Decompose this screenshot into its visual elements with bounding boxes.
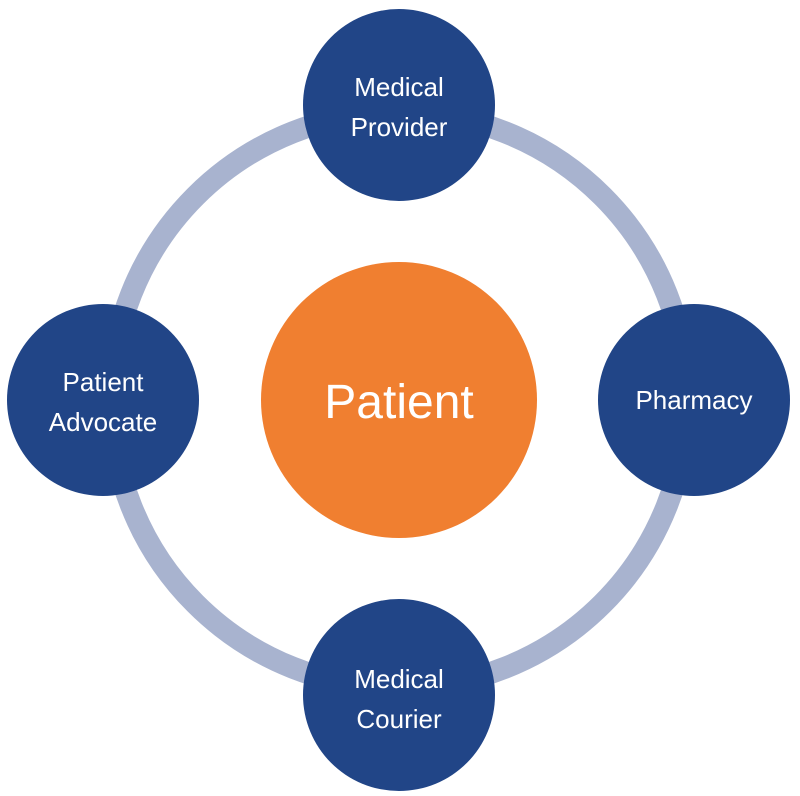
center-label: Patient — [324, 376, 473, 429]
node-bottom-label-line2: Courier — [356, 704, 442, 734]
node-pharmacy: Pharmacy — [598, 304, 790, 496]
node-right-label: Pharmacy — [635, 385, 752, 415]
center-circle — [261, 262, 537, 538]
node-medical-courier: Medical Courier — [303, 599, 495, 791]
node-circle-top — [303, 9, 495, 201]
center-node-patient: Patient — [261, 262, 537, 538]
node-bottom-label-line1: Medical — [354, 664, 444, 694]
node-patient-advocate: Patient Advocate — [7, 304, 199, 496]
node-medical-provider: Medical Provider — [303, 9, 495, 201]
node-top-label-line2: Provider — [351, 112, 448, 142]
node-top-label-line1: Medical — [354, 72, 444, 102]
node-left-label-line1: Patient — [63, 367, 145, 397]
node-circle-right — [598, 304, 790, 496]
node-circle-bottom — [303, 599, 495, 791]
node-circle-left — [7, 304, 199, 496]
node-left-label-line2: Advocate — [49, 407, 157, 437]
